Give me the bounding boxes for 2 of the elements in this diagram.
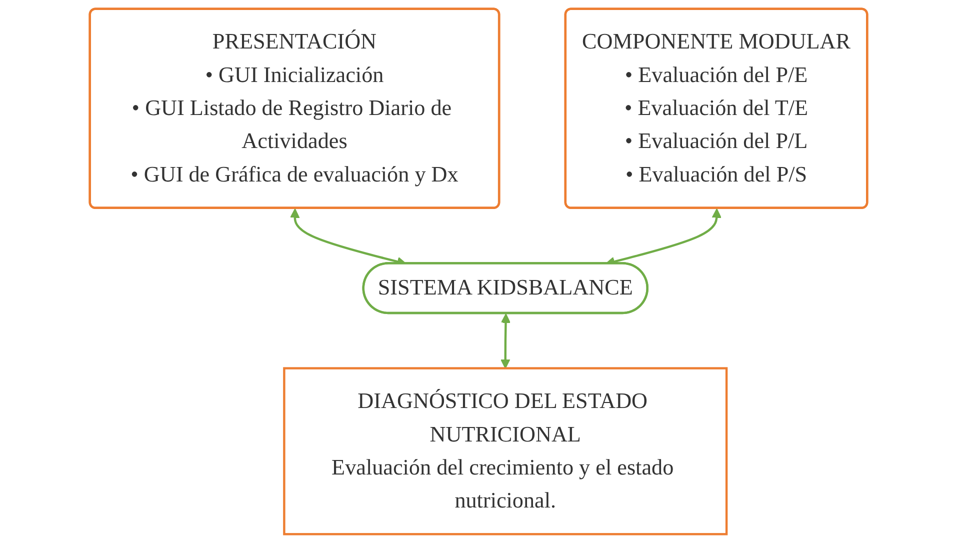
- node-box: DIAGNÓSTICO DEL ESTADO NUTRICIONAL Evaluación del crecimiento y el estado nutricional.: [283, 367, 728, 536]
- arrow: [500, 314, 511, 369]
